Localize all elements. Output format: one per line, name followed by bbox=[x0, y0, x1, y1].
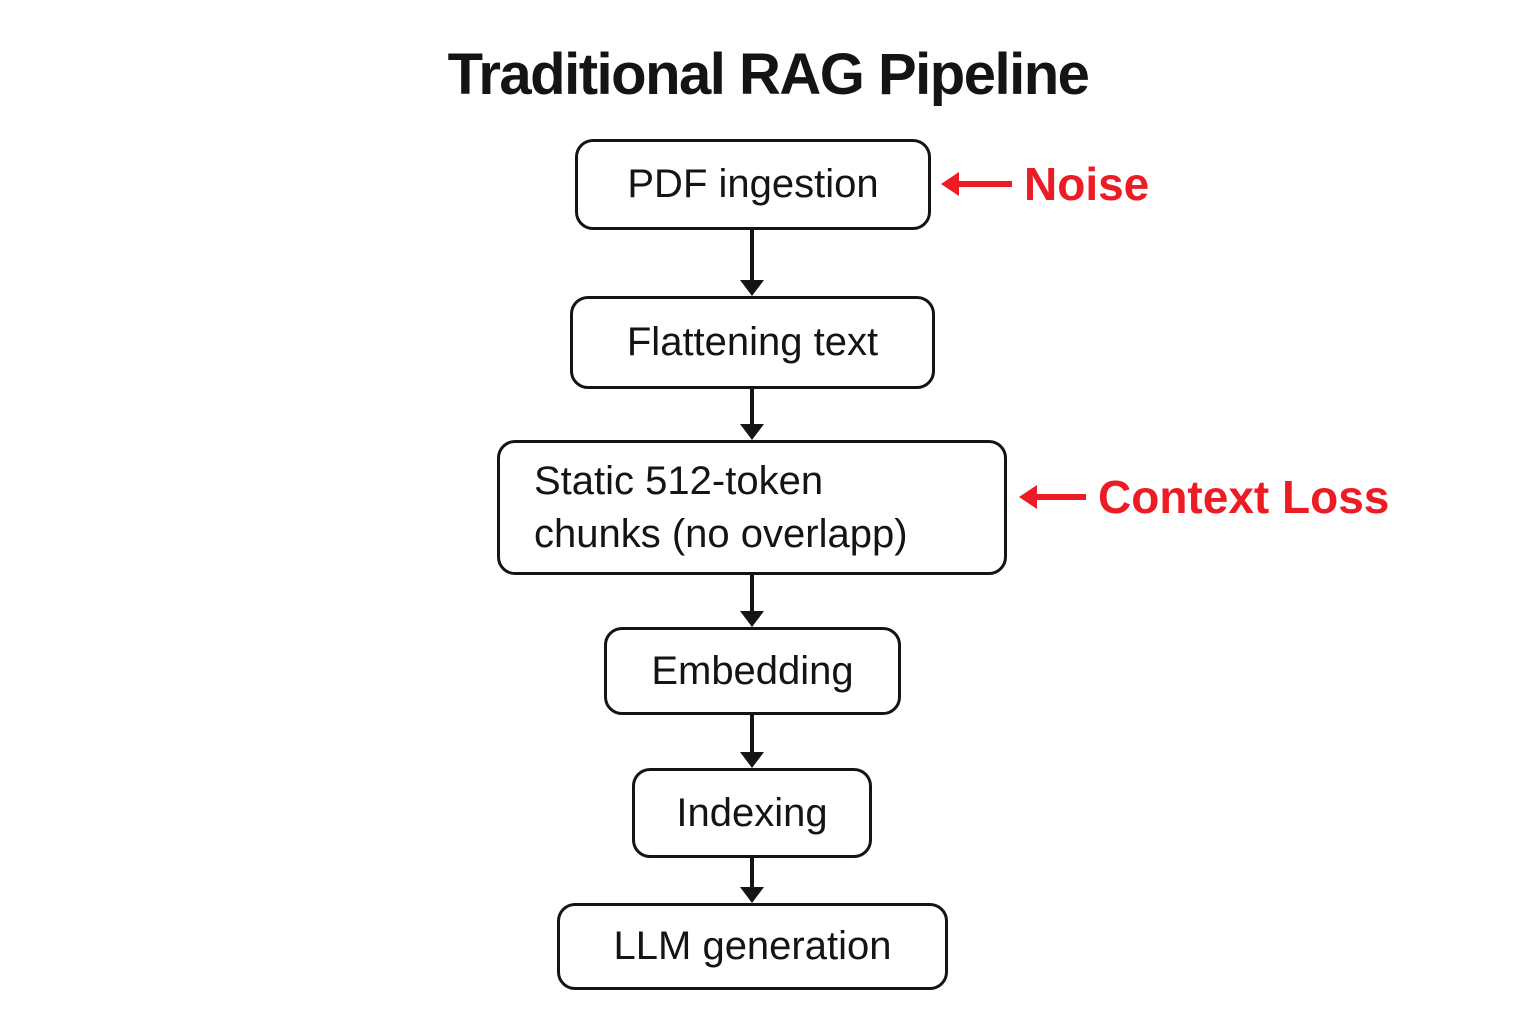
node-pdf-ingestion: PDF ingestion bbox=[575, 139, 931, 230]
node-llm-generation-label: LLM generation bbox=[613, 924, 892, 969]
arrow-head-down-icon bbox=[740, 611, 764, 627]
node-llm-generation: LLM generation bbox=[557, 903, 948, 990]
annotation-noise-label: Noise bbox=[1024, 158, 1150, 210]
node-indexing-label: Indexing bbox=[676, 790, 828, 835]
node-static-chunks: Static 512-token chunks (no overlapp) bbox=[497, 440, 1007, 575]
arrow-stem bbox=[750, 715, 754, 753]
node-embedding: Embedding bbox=[604, 627, 901, 715]
arrow-stem bbox=[750, 858, 754, 888]
arrow-line bbox=[956, 181, 1012, 187]
node-embedding-label: Embedding bbox=[651, 648, 854, 693]
arrow-stem bbox=[750, 230, 754, 281]
annotation-context-loss-label: Context Loss bbox=[1098, 471, 1390, 523]
node-static-chunks-label: Static 512-token chunks (no overlapp) bbox=[534, 458, 908, 556]
node-indexing: Indexing bbox=[632, 768, 872, 858]
arrow-line bbox=[1034, 494, 1086, 500]
arrow-head-left-icon bbox=[941, 172, 959, 196]
arrow-head-down-icon bbox=[740, 280, 764, 296]
node-flattening-text: Flattening text bbox=[570, 296, 935, 389]
arrow-head-down-icon bbox=[740, 887, 764, 903]
arrow-head-left-icon bbox=[1019, 485, 1037, 509]
node-flattening-text-label: Flattening text bbox=[626, 320, 879, 365]
arrow-head-down-icon bbox=[740, 424, 764, 440]
node-pdf-ingestion-label: PDF ingestion bbox=[627, 162, 879, 207]
arrow-stem bbox=[750, 389, 754, 425]
arrow-stem bbox=[750, 575, 754, 612]
diagram-title: Traditional RAG Pipeline bbox=[447, 42, 1090, 107]
arrow-head-down-icon bbox=[740, 752, 764, 768]
